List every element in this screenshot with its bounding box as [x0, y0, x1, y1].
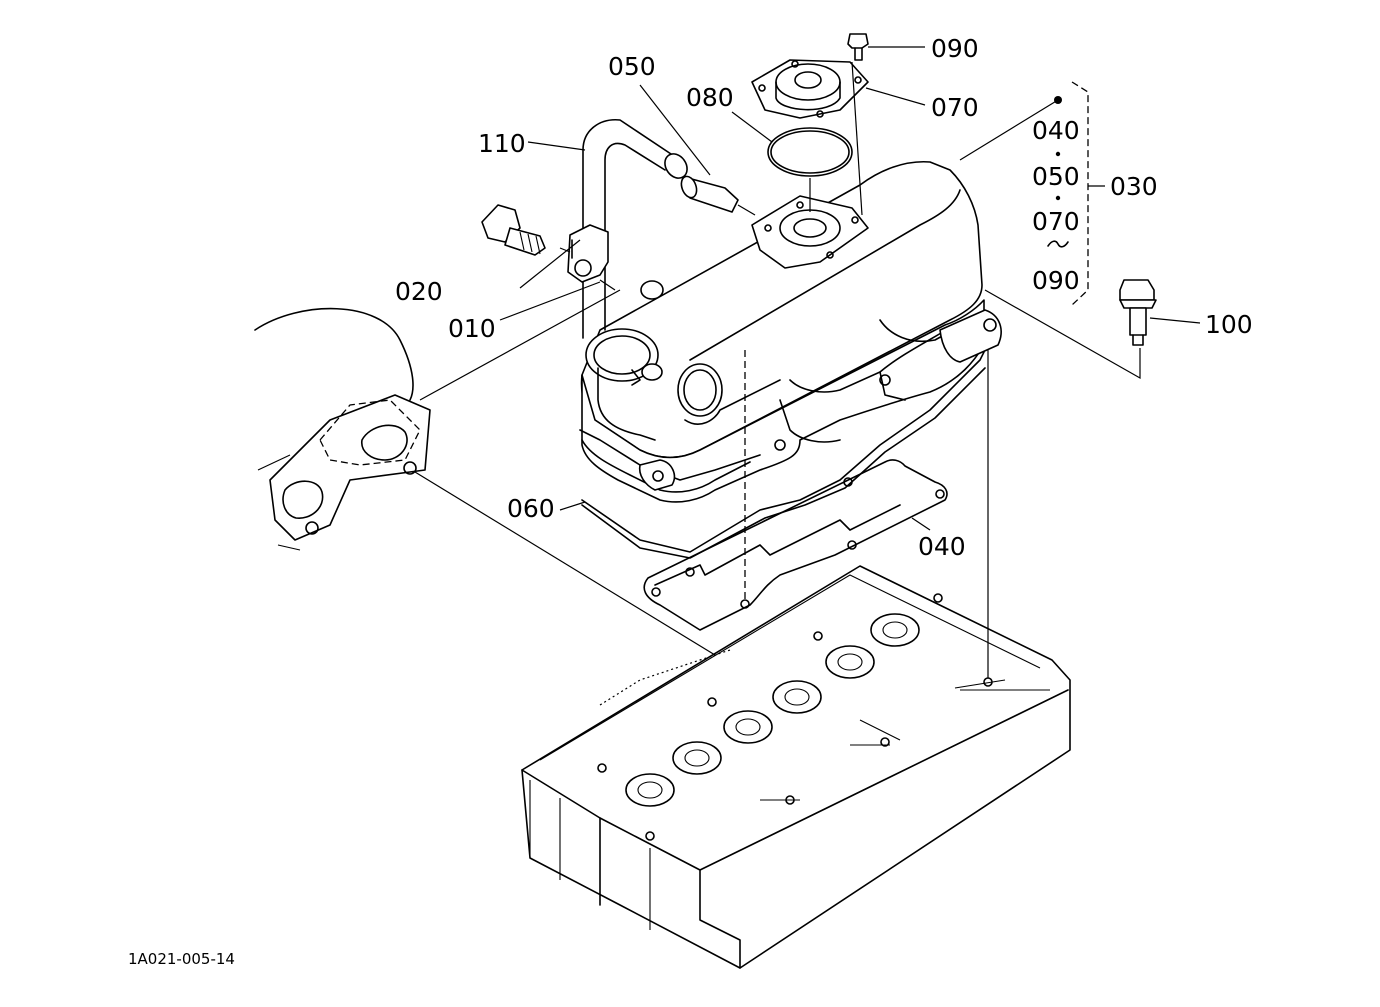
callout-110: 110 [478, 129, 526, 158]
callout-100: 100 [1205, 310, 1253, 339]
group-member-4: 090 [1032, 266, 1080, 295]
group-member-2: 050 [1032, 162, 1080, 191]
callout-labels: 020 010 040 050 060 070 080 090 100 110 … [128, 34, 1253, 968]
callout-020: 020 [395, 277, 443, 306]
drawing-reference-code: 1A021-005-14 [128, 950, 235, 968]
group-member-3: 070 [1032, 207, 1080, 236]
cylinder-head [521, 565, 1071, 969]
assembly-group-label: 030 [1110, 172, 1158, 201]
head-cover-gasket [581, 351, 986, 559]
breather-cap [751, 59, 869, 119]
bolt-100 [1119, 279, 1157, 346]
group-member-1: 040 [1032, 116, 1080, 145]
valve-seat-row [625, 613, 920, 807]
pipe-clamp [567, 224, 609, 283]
callout-080: 080 [686, 83, 734, 112]
callout-060: 060 [507, 494, 555, 523]
callout-090: 090 [931, 34, 979, 63]
hose-connector [680, 175, 739, 213]
bolt-020 [481, 204, 546, 256]
leader-lines [414, 46, 1201, 678]
callout-070: 070 [931, 93, 979, 122]
screw-090 [847, 33, 869, 61]
rocker-arm-cover [579, 160, 1002, 503]
group-anchor-dot [1054, 96, 1062, 104]
group-bracket-030 [1047, 81, 1105, 306]
o-ring [767, 127, 853, 177]
cover-gasket-plate [643, 459, 948, 631]
callout-010: 010 [448, 314, 496, 343]
callout-040: 040 [918, 532, 966, 561]
callout-050: 050 [608, 52, 656, 81]
exhaust-manifold [254, 307, 431, 551]
